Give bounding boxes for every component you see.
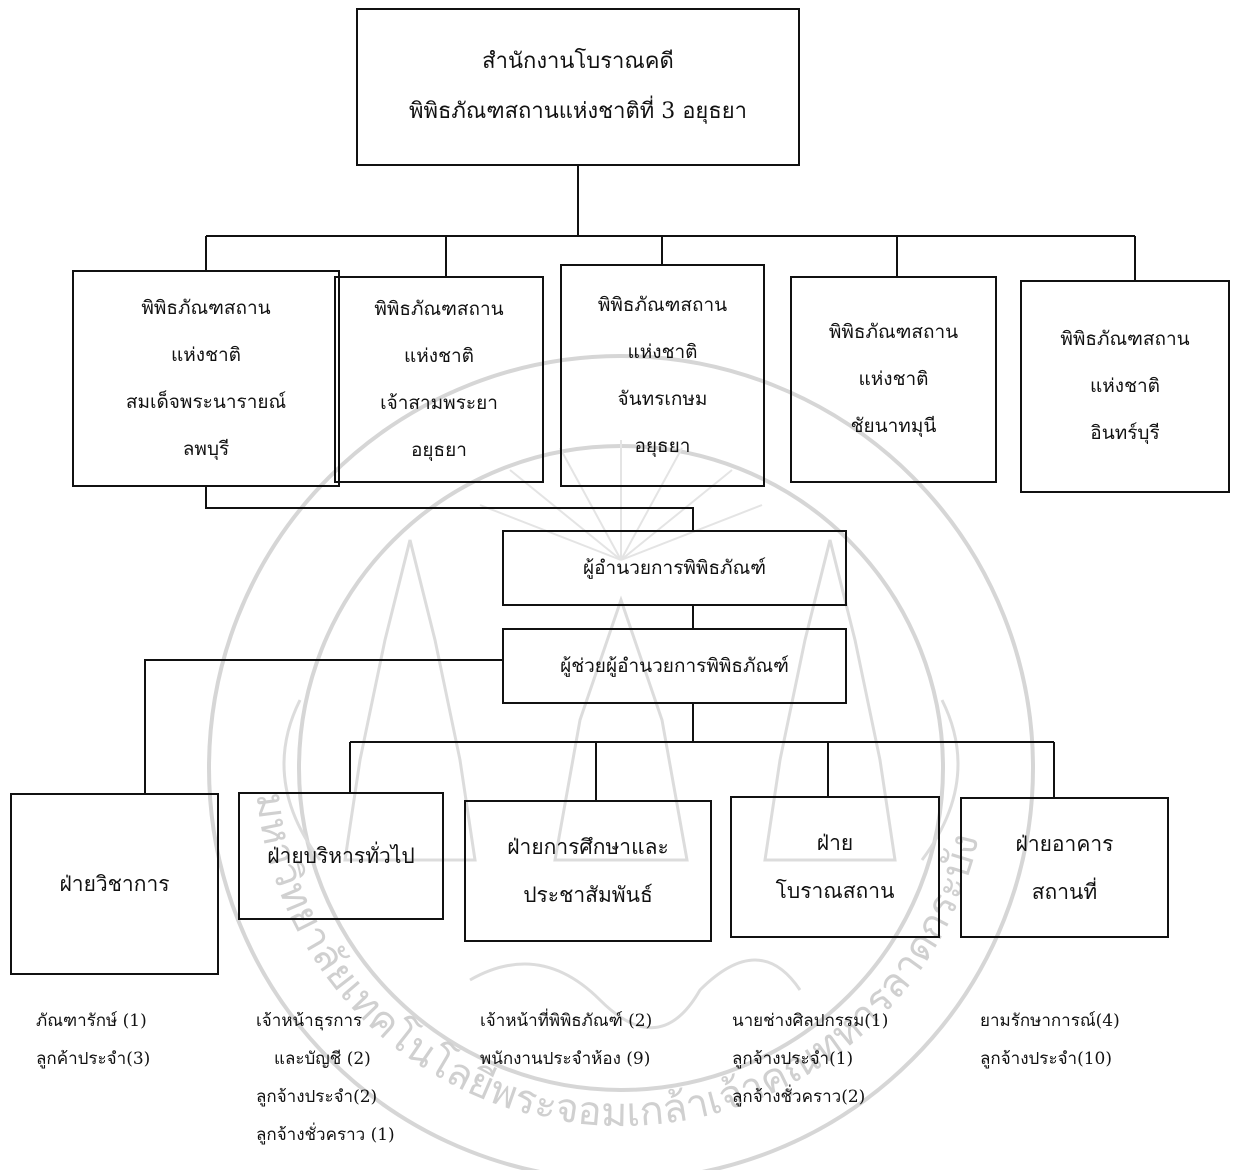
museum-line: สมเด็จพระนารายณ์ [125,390,287,413]
museum-box-chainatmuni: พิพิธภัณฑสถาน แห่งชาติ ชัยนาทมุนี [790,276,997,483]
staff-item: ลูกจ้างประจำ(10) [980,1049,1112,1069]
staff-item: ลูกจ้างประจำ(1) [732,1049,854,1069]
staff-item: ลูกจ้างชั่วคราว(2) [732,1087,866,1107]
dept-box-general-admin: ฝ่ายบริหารทั่วไป [238,792,444,920]
museum-line: ลพบุรี [182,437,230,460]
museum-line: พิพิธภัณฑสถาน [597,293,728,316]
watermark-rays [479,440,763,561]
museum-line: จันทรเกษม [617,387,708,410]
staff-item: นายช่างศิลปกรรม(1) [732,1011,889,1031]
staff-item: พนักงานประจำห้อง (9) [480,1049,651,1069]
staff-list-general-admin: เจ้าหน้าธุรการ และบัญชี (2) ลูกจ้างประจำ… [256,1002,395,1154]
dept-line: โบราณสถาน [775,879,895,903]
dept-box-ancient-sites: ฝ่าย โบราณสถาน [730,796,940,938]
museum-box-chantharakasem: พิพิธภัณฑสถาน แห่งชาติ จันทรเกษม อยุธยา [560,264,765,487]
museum-line: แห่งชาติ [858,368,929,390]
dept-line: ฝ่ายบริหารทั่วไป [267,844,415,868]
office-title-line: พิพิธภัณฑสถานแห่งชาติที่ 3 อยุธยา [408,99,747,124]
staff-list-education-pr: เจ้าหน้าที่พิพิธภัณฑ์ (2) พนักงานประจำห้… [480,1002,652,1078]
staff-list-buildings: ยามรักษาการณ์(4) ลูกจ้างประจำ(10) [980,1002,1120,1078]
museum-box-chao-sam-phraya: พิพิธภัณฑสถาน แห่งชาติ เจ้าสามพระยา อยุธ… [334,276,544,483]
staff-item: และบัญชี (2) [274,1049,371,1069]
staff-item: ลูกค้าประจำ(3) [36,1049,151,1069]
museum-line: เจ้าสามพระยา [380,391,498,414]
museum-box-lopburi: พิพิธภัณฑสถาน แห่งชาติ สมเด็จพระนารายณ์ … [72,270,340,487]
office-box: สำนักงานโบราณคดี พิพิธภัณฑสถานแห่งชาติที… [356,8,800,166]
dept-box-buildings: ฝ่ายอาคาร สถานที่ [960,797,1169,938]
director-title: ผู้อำนวยการพิพิธภัณฑ์ [583,557,766,579]
museum-line: พิพิธภัณฑสถาน [141,296,271,319]
museum-line: แห่งชาติ [171,343,241,366]
assistant-director-title: ผู้ช่วยผู้อำนวยการพิพิธภัณฑ์ [560,655,789,677]
museum-line: ชัยนาทมุนี [850,415,937,437]
dept-line: สถานที่ [1031,879,1098,904]
dept-line: ฝ่ายอาคาร [1015,831,1114,856]
office-title-line: สำนักงานโบราณคดี [482,49,674,74]
museum-line: พิพิธภัณฑสถาน [374,297,504,320]
museum-line: แห่งชาติ [627,340,698,363]
dept-line: ประชาสัมพันธ์ [523,883,653,907]
director-box: ผู้อำนวยการพิพิธภัณฑ์ [502,530,847,606]
staff-list-ancient-sites: นายช่างศิลปกรรม(1) ลูกจ้างประจำ(1) ลูกจ้… [732,1002,888,1116]
dept-line: ฝ่ายการศึกษาและ [507,835,669,859]
museum-line: พิพิธภัณฑสถาน [828,321,959,343]
museum-line: พิพิธภัณฑสถาน [1060,328,1190,350]
museum-line: แห่งชาติ [1090,375,1160,397]
dept-box-education-pr: ฝ่ายการศึกษาและ ประชาสัมพันธ์ [464,800,712,942]
staff-item: เจ้าหน้าธุรการ [256,1011,363,1031]
staff-item: เจ้าหน้าที่พิพิธภัณฑ์ (2) [480,1011,653,1031]
staff-item: ลูกจ้างประจำ(2) [256,1087,378,1107]
dept-box-academic: ฝ่ายวิชาการ [10,793,219,975]
museum-line: แห่งชาติ [404,344,474,367]
museum-line: อยุธยา [411,438,467,461]
dept-line: ฝ่ายวิชาการ [59,872,170,896]
staff-item: ภัณฑารักษ์ (1) [36,1011,147,1031]
assistant-director-box: ผู้ช่วยผู้อำนวยการพิพิธภัณฑ์ [502,628,847,704]
museum-box-inburi: พิพิธภัณฑสถาน แห่งชาติ อินทร์บุรี [1020,280,1230,493]
staff-item: ลูกจ้างชั่วคราว (1) [256,1125,395,1145]
museum-line: อินทร์บุรี [1090,422,1160,444]
staff-list-academic: ภัณฑารักษ์ (1) ลูกค้าประจำ(3) [36,1002,150,1078]
museum-line: อยุธยา [634,434,691,457]
dept-line: ฝ่าย [816,831,854,855]
staff-item: ยามรักษาการณ์(4) [980,1011,1120,1031]
